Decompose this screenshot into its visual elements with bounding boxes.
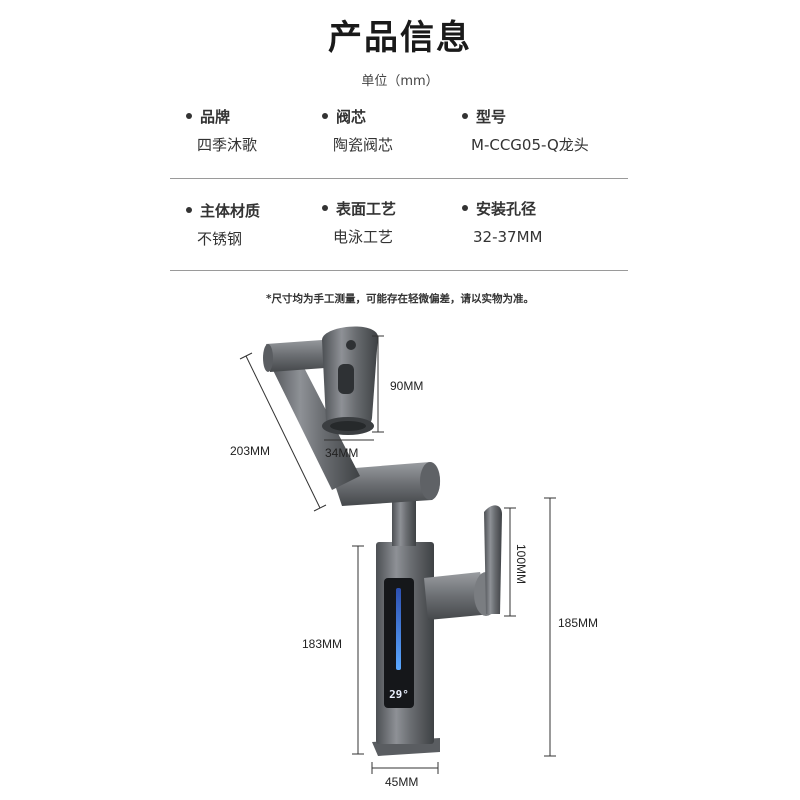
bullet-icon [186,112,192,119]
spec-finish: 表面工艺 电泳工艺 [322,202,396,245]
spec-label: 品牌 [200,108,231,126]
spray-button-icon [338,364,354,394]
spec-brand: 品牌 四季沐歌 [186,110,257,153]
spec-model: 型号 M-CCG05-Q龙头 [462,110,589,153]
dim-base-width: 45MM [385,775,419,789]
spec-hole: 安装孔径 32-37MM [462,202,542,245]
bullet-icon [462,112,468,119]
diagonal-arm [268,352,360,490]
measurement-note: *尺寸均为手工测量，可能存在轻微偏差，请以实物为准。 [266,293,534,305]
unit-label: 单位（mm） [361,74,439,89]
spec-value: 不锈钢 [197,230,243,248]
temperature-readout: 29° [389,688,409,701]
dim-handle-height: 100MM [514,544,528,585]
dim-head-width: 34MM [325,446,359,460]
spec-label: 阀芯 [336,108,367,126]
spec-value: M-CCG05-Q龙头 [471,136,589,154]
spec-value: 32-37MM [473,228,543,246]
spec-label: 安装孔径 [476,200,537,218]
spec-label: 主体材质 [200,202,261,220]
page-title: 产品信息 [328,18,472,58]
handle-lever [484,505,502,614]
spec-label: 表面工艺 [336,200,397,218]
spec-valve: 阀芯 陶瓷阀芯 [322,110,393,153]
bullet-icon [322,112,328,119]
spec-value: 四季沐歌 [197,136,258,154]
dim-arm-length: 203MM [230,444,271,458]
dim-head-height: 90MM [390,379,424,393]
bullet-icon [462,204,468,211]
temperature-bar [396,588,401,670]
divider [170,270,628,271]
bullet-icon [186,206,192,213]
dim-body-height: 183MM [302,637,343,651]
dimension-lines [239,335,556,774]
divider [170,178,628,179]
dim-total-height: 185MM [558,616,599,630]
handle-stem [424,572,492,620]
bullet-icon [322,204,328,211]
spray-indicator-icon [346,340,356,350]
spec-label: 型号 [476,108,507,126]
spec-material: 主体材质 不锈钢 [186,204,260,247]
spec-value: 陶瓷阀芯 [333,136,394,154]
spec-value: 电泳工艺 [333,228,394,246]
